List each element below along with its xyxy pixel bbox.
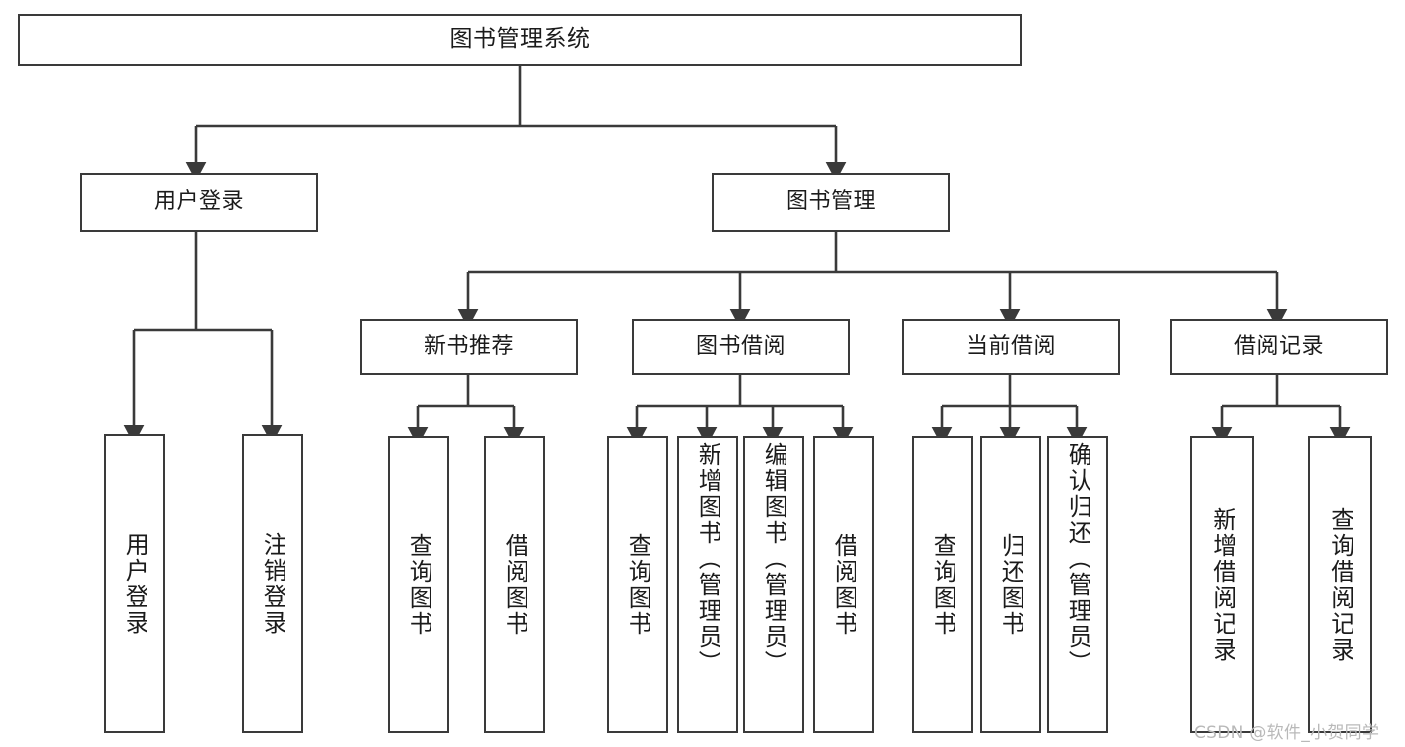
node-borrow-record-label: 借阅记录 xyxy=(1233,333,1324,359)
node-current-borrow-label: 当前借阅 xyxy=(965,333,1056,359)
node-leaf-query-book-1-label: 查询图书 xyxy=(405,532,432,637)
node-leaf-edit-book[interactable]: 编辑图书（管理员） xyxy=(743,436,804,733)
node-leaf-user-login[interactable]: 用户登录 xyxy=(104,434,165,733)
node-leaf-query-record[interactable]: 查询借阅记录 xyxy=(1308,436,1372,733)
node-leaf-add-record-label: 新增借阅记录 xyxy=(1209,506,1235,663)
node-current-borrow[interactable]: 当前借阅 xyxy=(902,319,1120,375)
node-leaf-borrow-book-2-label: 借阅图书 xyxy=(830,532,857,637)
node-book-borrow-label: 图书借阅 xyxy=(695,333,786,359)
node-leaf-return-book-label: 归还图书 xyxy=(997,532,1024,637)
node-leaf-logout-label: 注销登录 xyxy=(259,531,286,636)
node-leaf-query-book-2[interactable]: 查询图书 xyxy=(607,436,668,733)
node-leaf-add-record[interactable]: 新增借阅记录 xyxy=(1190,436,1254,733)
node-user-login-label: 用户登录 xyxy=(153,189,244,215)
node-new-book-recommend-label: 新书推荐 xyxy=(423,333,514,359)
node-new-book-recommend[interactable]: 新书推荐 xyxy=(360,319,578,375)
node-leaf-query-book-3[interactable]: 查询图书 xyxy=(912,436,973,733)
csdn-watermark: CSDN @软件_小贺同学 xyxy=(1194,723,1380,743)
node-leaf-query-book-3-label: 查询图书 xyxy=(929,532,956,637)
node-leaf-query-record-label: 查询借阅记录 xyxy=(1327,506,1353,663)
node-book-management[interactable]: 图书管理 xyxy=(712,173,950,232)
node-book-borrow[interactable]: 图书借阅 xyxy=(632,319,850,375)
node-leaf-confirm-return-label: 确认归还（管理员） xyxy=(1064,442,1091,676)
node-leaf-query-book-2-label: 查询图书 xyxy=(624,532,651,637)
node-leaf-logout[interactable]: 注销登录 xyxy=(242,434,303,733)
node-leaf-add-book-label: 新增图书（管理员） xyxy=(694,442,721,676)
node-leaf-add-book[interactable]: 新增图书（管理员） xyxy=(677,436,738,733)
node-root[interactable]: 图书管理系统 xyxy=(18,14,1022,66)
node-leaf-query-book-1[interactable]: 查询图书 xyxy=(388,436,449,733)
node-leaf-edit-book-label: 编辑图书（管理员） xyxy=(760,442,787,676)
node-borrow-record[interactable]: 借阅记录 xyxy=(1170,319,1388,375)
node-user-login[interactable]: 用户登录 xyxy=(80,173,318,232)
node-leaf-borrow-book-1[interactable]: 借阅图书 xyxy=(484,436,545,733)
node-leaf-user-login-label: 用户登录 xyxy=(121,531,148,636)
node-root-label: 图书管理系统 xyxy=(449,26,591,53)
node-leaf-return-book[interactable]: 归还图书 xyxy=(980,436,1041,733)
node-leaf-confirm-return[interactable]: 确认归还（管理员） xyxy=(1047,436,1108,733)
node-leaf-borrow-book-2[interactable]: 借阅图书 xyxy=(813,436,874,733)
node-leaf-borrow-book-1-label: 借阅图书 xyxy=(501,532,528,637)
node-book-management-label: 图书管理 xyxy=(785,189,876,215)
